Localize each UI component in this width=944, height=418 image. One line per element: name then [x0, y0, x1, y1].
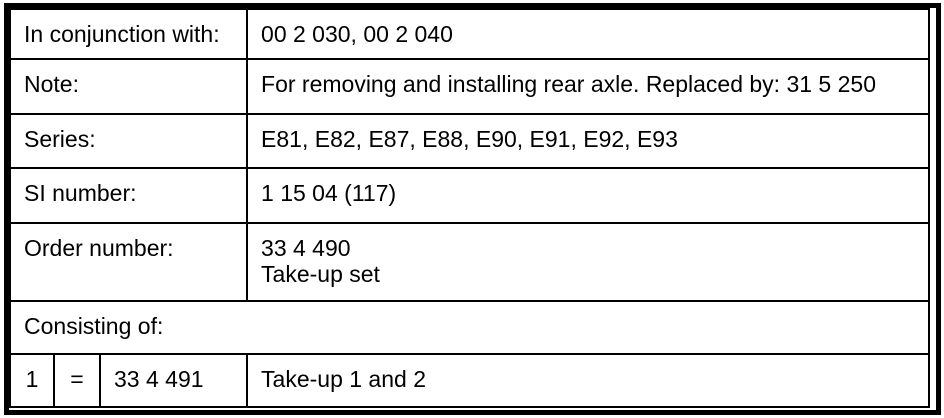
item-part-number: 33 4 491 — [98, 353, 249, 408]
table-row-note: Note: For removing and installing rear a… — [8, 58, 930, 115]
table-row-consisting-of: Consisting of: — [9, 300, 930, 355]
row-value-note: For removing and installing rear axle. R… — [246, 58, 930, 115]
row-label-order-number: Order number: — [8, 222, 249, 302]
row-label-series: Series: — [8, 113, 249, 169]
row-value-series: E81, E82, E87, E88, E90, E91, E92, E93 — [246, 113, 930, 169]
row-label-in-conjunction-with: In conjunction with: — [8, 8, 249, 60]
table-row-order-number: Order number: 33 4 490 Take-up set — [8, 222, 930, 302]
row-label-note: Note: — [8, 58, 249, 115]
row-value-in-conjunction-with: 00 2 030, 00 2 040 — [246, 8, 930, 60]
table-row-item-1: 1 = 33 4 491 Take-up 1 and 2 — [9, 353, 930, 408]
row-value-order-number: 33 4 490 Take-up set — [246, 222, 930, 302]
item-equals-sign: = — [53, 353, 101, 408]
row-value-si-number: 1 15 04 (117) — [246, 167, 930, 224]
row-label-si-number: SI number: — [8, 167, 249, 224]
item-index: 1 — [9, 353, 55, 408]
order-number-value: 33 4 490 — [261, 235, 351, 261]
special-tool-info-table: In conjunction with: 00 2 030, 00 2 040 … — [8, 8, 930, 408]
table-row-in-conjunction-with: In conjunction with: 00 2 030, 00 2 040 — [8, 8, 930, 60]
table-row-si-number: SI number: 1 15 04 (117) — [8, 167, 930, 224]
table-row-series: Series: E81, E82, E87, E88, E90, E91, E9… — [8, 113, 930, 169]
document-table-frame: In conjunction with: 00 2 030, 00 2 040 … — [4, 3, 941, 415]
order-number-description: Take-up set — [261, 261, 380, 287]
consisting-of-label: Consisting of: — [9, 300, 930, 355]
item-description: Take-up 1 and 2 — [246, 353, 930, 408]
